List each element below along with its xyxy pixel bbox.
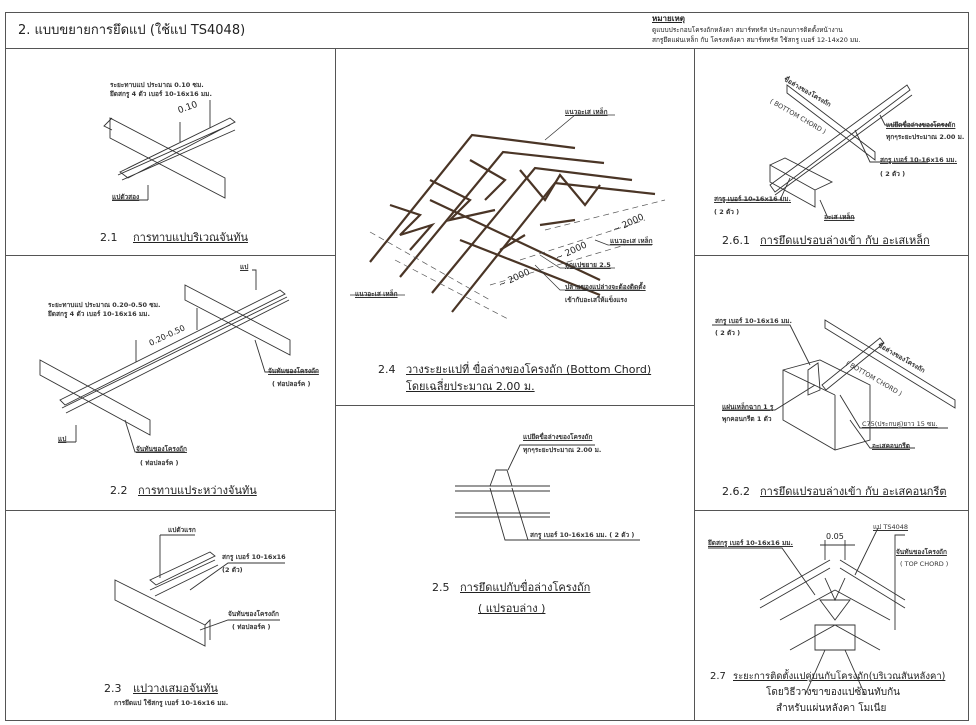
label-rafter-left: จันทันของโครงถัก <box>136 445 187 453</box>
label-purlin-size: ลูกแปขยาย 2.5 <box>565 261 611 269</box>
label-screw-count: ( 2 ตัว ) <box>715 329 741 337</box>
note-heading: หมายเหตุ <box>652 14 685 23</box>
label-rafter: จันทันของโครงถัก <box>228 610 279 618</box>
caption-2-2-number: 2.2 <box>110 484 128 497</box>
label-bottom-chord-purlin: แปยึดขื่อล่างของโครงถัก <box>886 121 956 129</box>
label-top-chord-en: ( TOP CHORD ) <box>900 560 949 568</box>
label-spacing: ทุกๆระยะประมาณ 2.00 ม. <box>523 446 602 454</box>
caption-2-4-number: 2.4 <box>378 363 396 376</box>
caption-2-4-line-2: โดยเฉลี่ยประมาณ 2.00 ม. <box>406 380 535 393</box>
caption-2-6-2-number: 2.6.2 <box>722 485 750 498</box>
label-screws: ยึดสกรู 4 ตัว เบอร์ 10-16x16 มม. <box>48 310 150 318</box>
label-screw: สกรู เบอร์ 10-16x16 มม. ( 2 ตัว ) <box>530 531 635 539</box>
purlin-to-steel-plate-drawing <box>720 84 950 219</box>
purlin-flush-rafter-drawing <box>114 534 285 647</box>
caption-2-1: การทาบแปบริเวณจันทัน <box>133 231 248 244</box>
caption-2-6-1: การยึดแปรอบล่างเข้า กับ อะเสเหล็ก <box>760 234 930 247</box>
caption-2-6-2: การยึดแปรอบล่างเข้า กับ อะเสคอนกรีต <box>760 485 947 498</box>
label-purlin-bottom: แป <box>58 435 67 443</box>
label-screw-right: สกรู เบอร์ 10-16x16 มม. <box>880 156 957 164</box>
label-rafter-right-type: ( ท่อปลอร์ค ) <box>272 380 311 388</box>
panel-2-7 <box>694 510 969 721</box>
label-steel-eave: อะเส เหล็ก <box>824 213 855 221</box>
caption-2-3-number: 2.3 <box>104 682 122 695</box>
label-anchor: พุกคอนกรีต 1 ตัว <box>722 415 772 423</box>
label-screw: สกรู เบอร์ 10-16x16 <box>222 553 286 561</box>
truss-assembly-drawing <box>369 133 656 313</box>
label-purlin-end-note-2: เข้ากับอะเสให้แข็งแรง <box>565 296 628 304</box>
section-title: 2. แบบขยายการยึดแป (ใช้แป TS4048) <box>18 23 246 38</box>
lap-between-rafters-drawing <box>39 269 318 453</box>
label-screw: สกรู เบอร์ 10-16x16 มม. <box>715 317 792 325</box>
ridge-purlin-joint-drawing <box>708 527 906 696</box>
caption-2-3: แปวางเสมอจันทัน <box>133 682 218 695</box>
label-rafter-left-type: ( ท่อปลอร์ค ) <box>140 459 179 467</box>
label-purlin-top: แป <box>240 263 249 271</box>
label-screw-right-count: ( 2 ตัว ) <box>880 170 906 178</box>
label-steel-eave-right: แนวอะเส เหล็ก <box>610 237 653 245</box>
label-purlin-end-note-1: ปลายของแปล่างจะต้องติดตั้ง <box>565 283 646 291</box>
caption-2-6-1-number: 2.6.1 <box>722 234 750 247</box>
label-screw-left: สกรู เบอร์ 10-16x16 มม. <box>714 195 791 203</box>
caption-2-5-number: 2.5 <box>432 581 450 594</box>
label-spacing: ทุกๆระยะประมาณ 2.00 ม. <box>886 133 965 141</box>
label-steel-eave-top: แนวอะเส เหล็ก <box>565 108 608 116</box>
lap-at-rafter-drawing <box>103 100 236 201</box>
label-bottom-chord-purlin: แปยึดขื่อล่างของโครงถัก <box>523 433 593 441</box>
label-second-purlin: แปตัวสอง <box>112 193 140 201</box>
label-purlin-ts4048: แป TS4048 <box>873 523 909 531</box>
label-screw: ยึดสกรู เบอร์ 10-16x16 มม. <box>708 539 794 547</box>
caption-2-5: การยึดแปกับขื่อล่างโครงถัก <box>460 581 591 594</box>
label-screw-count: (2 ตัว) <box>222 566 243 574</box>
purlin-to-concrete-beam-drawing <box>712 319 956 451</box>
label-concrete-eave: อะเสคอนกรีต <box>872 442 910 450</box>
caption-2-7-number: 2.7 <box>710 671 726 682</box>
caption-2-4: วางระยะแปที่ ขื่อล่างของโครงถัก (Bottom … <box>406 363 652 376</box>
caption-2-2: การทาบแประหว่างจันทัน <box>138 484 257 497</box>
label-angle-plate: แผ่นเหล็กฉาก 1 รู <box>722 403 774 411</box>
note-line-2: สกรูยึดแผ่นเหล็ก กับ โครงหลังคา สมาร์ททร… <box>652 36 861 44</box>
label-rafter-right: จันทันของโครงถัก <box>268 367 319 375</box>
label-first-purlin: แปตัวแรก <box>168 526 196 534</box>
truss-dimension-lines <box>369 199 666 321</box>
label-rafter-type: ( ท่อปลอร์ค ) <box>232 623 271 631</box>
caption-2-7-line-2: โดยวิธีวางขาของแปซ้อนทับกัน <box>766 687 900 698</box>
dimension-0-05: 0.05 <box>826 532 844 541</box>
label-c75: C75(ประกบคู่)ยาว 15 ซม. <box>862 420 938 428</box>
caption-2-5-line-2: ( แปรอบล่าง ) <box>478 602 546 615</box>
label-steel-eave-left: แนวอะเส เหล็ก <box>355 290 398 298</box>
caption-2-7: ระยะการติดตั้งแปคู่บนกับโครงถัก(บริเวณสั… <box>733 671 946 682</box>
truss-leaders <box>350 114 652 296</box>
caption-2-1-number: 2.1 <box>100 231 118 244</box>
label-lap-distance: ระยะทาบแป ประมาณ 0.10 ซม. <box>110 81 204 89</box>
label-screws: ยึดสกรู 4 ตัว เบอร์ 10-16x16 มม. <box>110 90 212 98</box>
label-screw-left-count: ( 2 ตัว ) <box>714 208 740 216</box>
note-line-1: ดูแบบประกอบโครงถักหลังคา สมาร์ททรัส ประก… <box>652 26 843 34</box>
purlin-to-bottom-chord-drawing <box>455 444 640 541</box>
caption-2-7-line-3: สำหรับแผ่นหลังคา โมเนีย <box>776 703 887 714</box>
subcaption-2-3: การยึดแป ใช้สกรู เบอร์ 10-16x16 มม. <box>114 699 229 707</box>
label-top-chord: จันทันของโครงถัก <box>896 548 947 556</box>
label-lap-distance: ระยะทาบแป ประมาณ 0.20-0.50 ซม. <box>48 301 161 309</box>
